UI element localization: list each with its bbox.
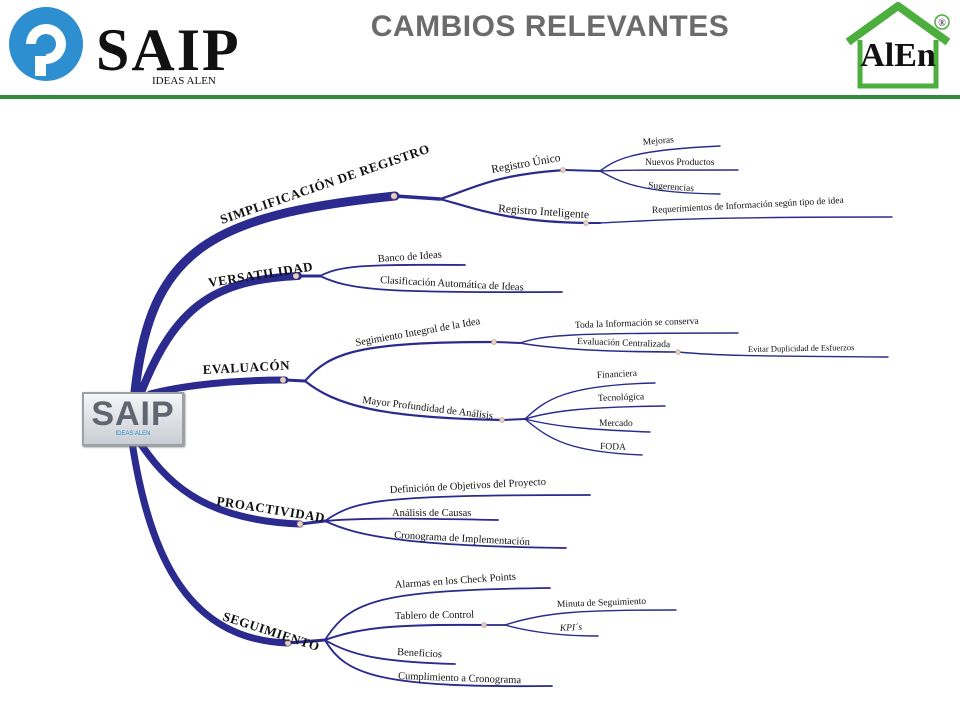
registered-mark: ® [938,18,946,29]
leaf-label-kpis: KPI´s [559,622,583,634]
leaf-label-foda: FODA [600,442,626,453]
saip-logo-circle [9,7,83,81]
mind-map: SIMPLIFICACIÓN DE REGISTRO VERSATILIDAD … [128,135,893,688]
node-label-beneficios: Beneficios [397,647,442,660]
connector-proactividad [134,436,304,528]
connector-evaluacion [146,376,289,398]
saip-logo-swirl [26,24,66,64]
root-title: SAIP [91,395,175,433]
node-label-alarmas: Alarmas en los Check Points [394,572,516,591]
registered-icon [934,14,950,30]
branch-label-versatilidad: VERSATILIDAD [207,259,314,290]
node-label-tablero-control: Tablero de Control [395,610,474,622]
header-divider [0,95,960,99]
leaf-label-sugerencias: Sugerencias [648,181,695,194]
alen-logo-house [857,40,939,89]
connector-seguimiento [128,438,292,647]
leaf-label-evaluacion-centralizada: Evaluación Centralizada [577,337,671,350]
mind-map-connectors [128,145,893,688]
leaf-label-toda-informacion: Toda la Información se conserva [575,316,700,331]
node-label-analisis-causas: Análisis de Causas [392,508,471,519]
saip-logo-text: SAIP [96,17,241,83]
node-markers [279,167,681,647]
leaf-label-mercado: Mercado [599,419,633,429]
node-label-banco-ideas: Banco de Ideas [377,250,442,265]
leaf-label-tecnologica: Tecnológica [598,392,645,404]
leaf-label-evitar-duplicidad: Evitar Duplicidad de Esfuerzos [748,342,855,354]
node-label-definicion-objetivos: Definición de Objetivos del Proyecto [390,477,547,496]
connector-versatilidad [136,272,302,399]
node-label-cumplimiento-cronograma: Cumplimiento a Cronograma [398,671,522,686]
node-label-mayor-profundidad: Mayor Profundidad de Análisis [362,395,494,422]
alen-logo-roof [845,2,951,46]
leaf-label-minuta-seguimiento: Minuta de Seguimiento [557,597,647,610]
connector-simplificacion [130,191,400,397]
branch-label-evaluacion: EVALUACÓN [202,357,290,377]
saip-logo-subtext: IDEAS ALEN [152,75,216,87]
page-title: CAMBIOS RELEVANTES [370,10,730,43]
leaf-label-requerimientos: Requerimientos de Información según tipo… [652,195,845,216]
root-subtitle: IDEAS ALEN [115,431,151,437]
node-label-registro-inteligente: Registro Inteligente [498,203,590,221]
alen-logo: AlEn ® [845,2,951,89]
alen-logo-text: AlEn [860,37,936,74]
saip-logo: SAIP IDEAS ALEN [9,7,241,87]
mind-map-root: SAIP IDEAS ALEN [82,392,184,446]
page-header: SAIP IDEAS ALEN CAMBIOS RELEVANTES AlEn … [0,0,960,100]
leaf-label-financiera: Financiera [597,369,638,381]
branch-label-simplificacion: SIMPLIFICACIÓN DE REGISTRO [218,141,432,227]
leaf-label-nuevos-productos: Nuevos Productos [645,158,715,168]
leaf-label-mejoras: Mejoras [642,135,674,148]
saip-logo-stem [35,56,46,76]
